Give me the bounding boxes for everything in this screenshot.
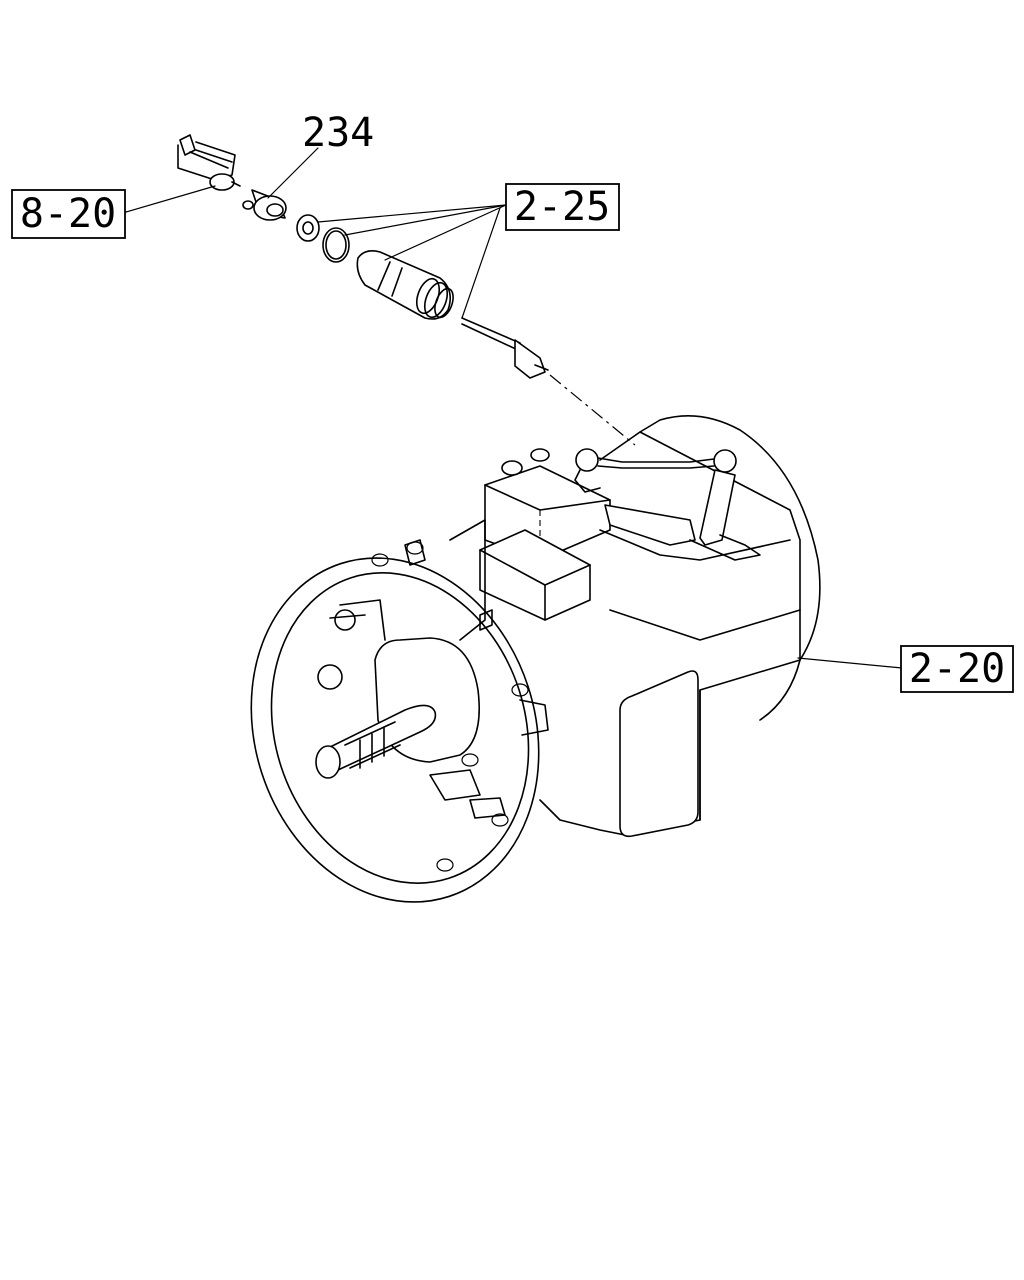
leader-lines: [125, 147, 903, 669]
callout-2-25[interactable]: 2-25: [505, 183, 620, 231]
callout-2-25-text: 2-25: [514, 184, 610, 230]
callout-2-20-text: 2-20: [909, 646, 1005, 692]
input-shaft: [315, 599, 506, 819]
shift-linkage: [574, 448, 761, 561]
part-234-connector: [242, 189, 287, 221]
callout-8-20[interactable]: 8-20: [11, 189, 126, 239]
callout-2-20[interactable]: 2-20: [900, 645, 1014, 693]
callout-234-text: 234: [302, 110, 374, 156]
callout-8-20-text: 8-20: [20, 191, 116, 237]
transmission-assembly: [250, 415, 821, 903]
callout-234[interactable]: 234: [302, 110, 374, 156]
speed-sensor-assembly: [177, 134, 636, 446]
